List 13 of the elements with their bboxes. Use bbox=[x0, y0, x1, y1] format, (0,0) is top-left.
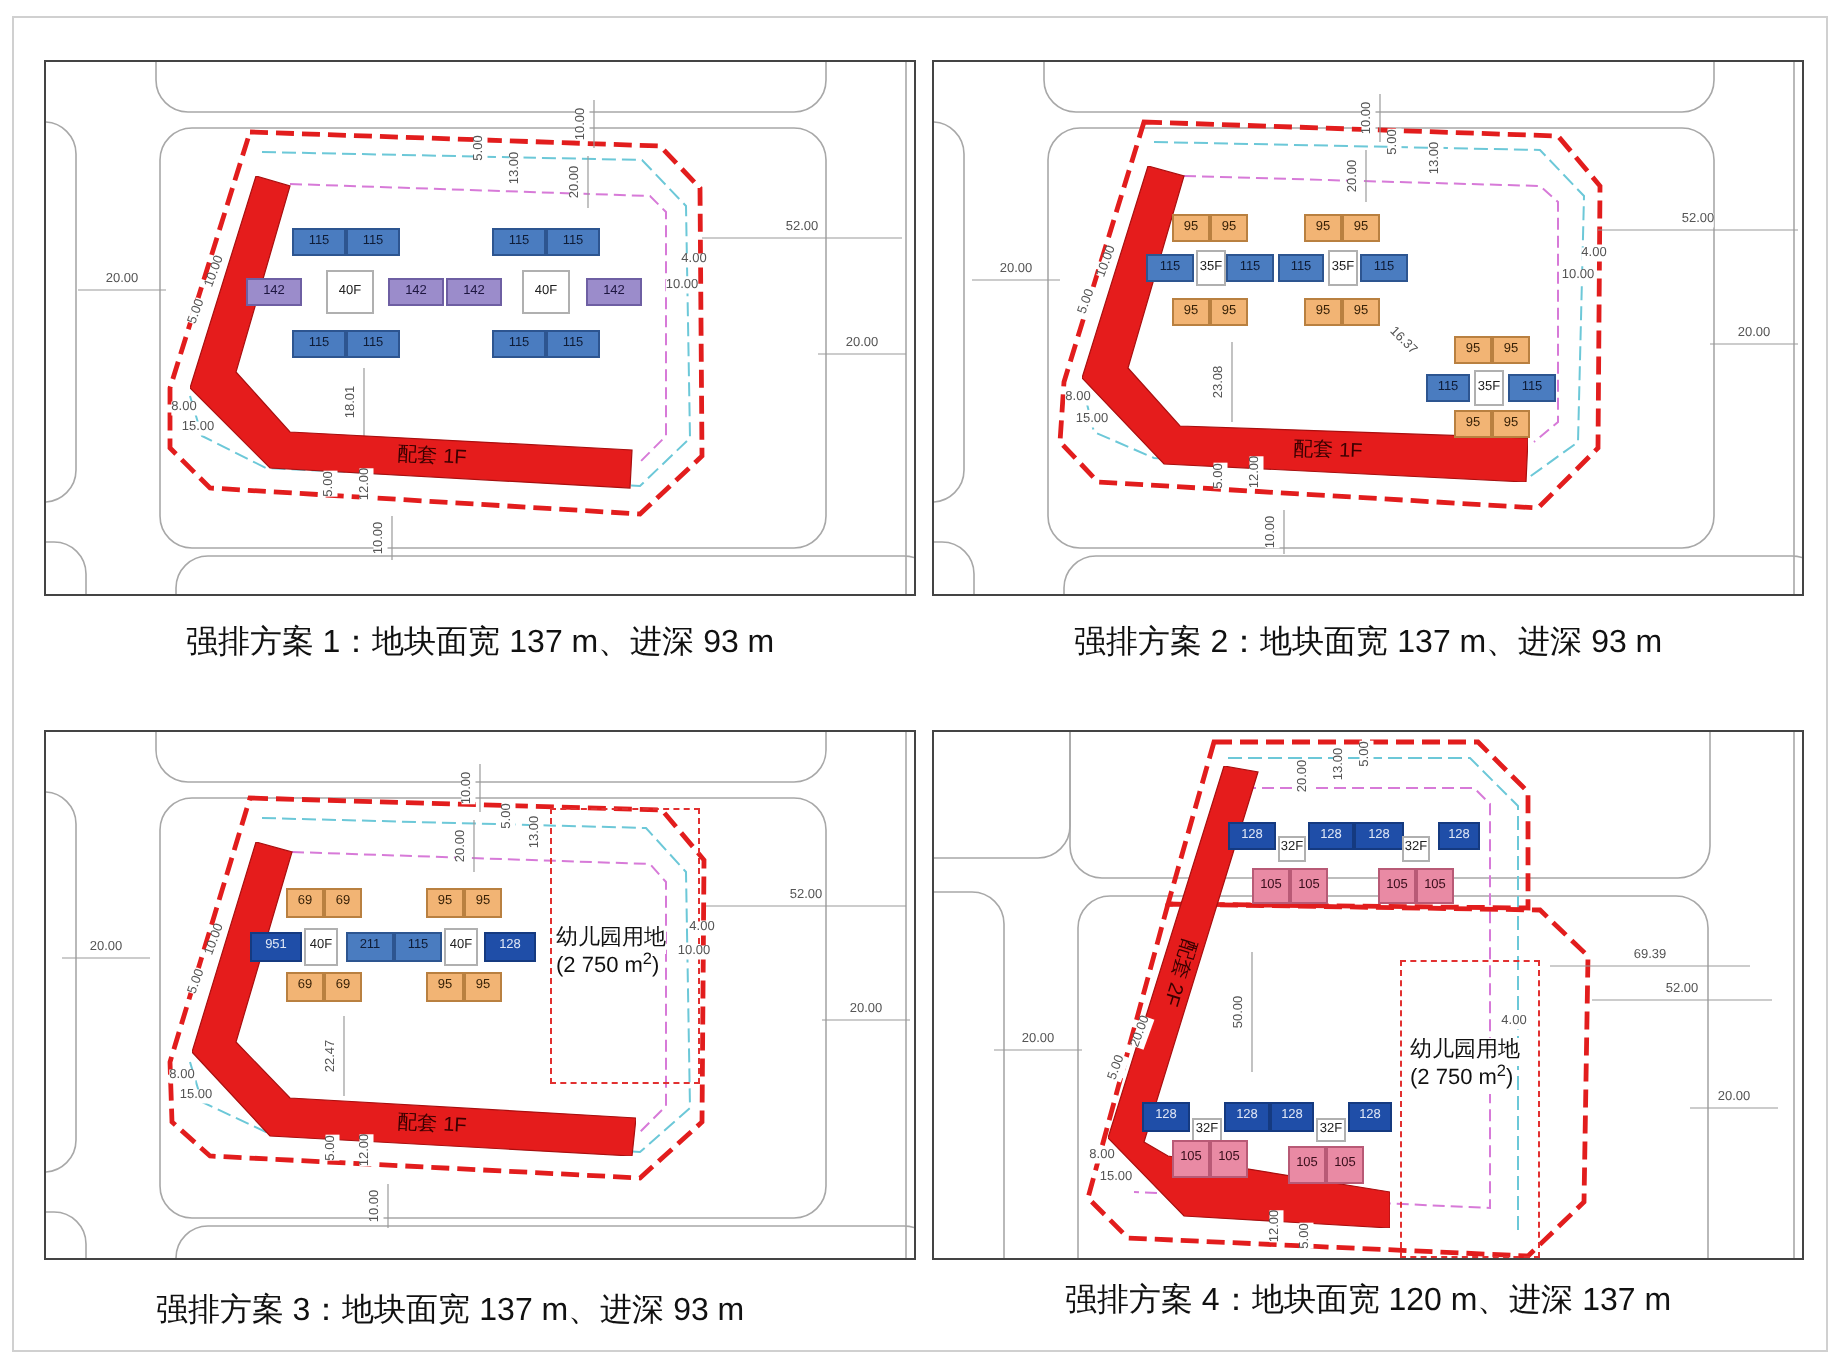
figure-caption: 强排方案 2：地块面宽 137 m、进深 93 m bbox=[1073, 628, 1663, 660]
plot-area: (2 750 m$^{2}$) bbox=[1410, 1065, 1514, 1093]
figure-caption: 强排方案 4：地块面宽 120 m、进深 137 m bbox=[1064, 1286, 1672, 1318]
kindergarten-plot bbox=[1400, 960, 1540, 1258]
figure-caption: 强排方案 1：地块面宽 137 m、进深 93 m bbox=[185, 628, 775, 660]
plot-name: 幼儿园用地 bbox=[556, 926, 666, 954]
building-label: 配套 2F bbox=[1158, 936, 1198, 1008]
building-label: 配套 1F bbox=[397, 446, 467, 470]
figure-caption: 强排方案 3：地块面宽 137 m、进深 93 m bbox=[155, 1296, 745, 1328]
plot-name: 幼儿园用地 bbox=[1410, 1038, 1520, 1066]
building-label: 配套 1F bbox=[397, 1114, 467, 1138]
building-label: 配套 1F bbox=[1293, 440, 1363, 464]
plot-area: (2 750 m$^{2}$) bbox=[556, 953, 660, 981]
